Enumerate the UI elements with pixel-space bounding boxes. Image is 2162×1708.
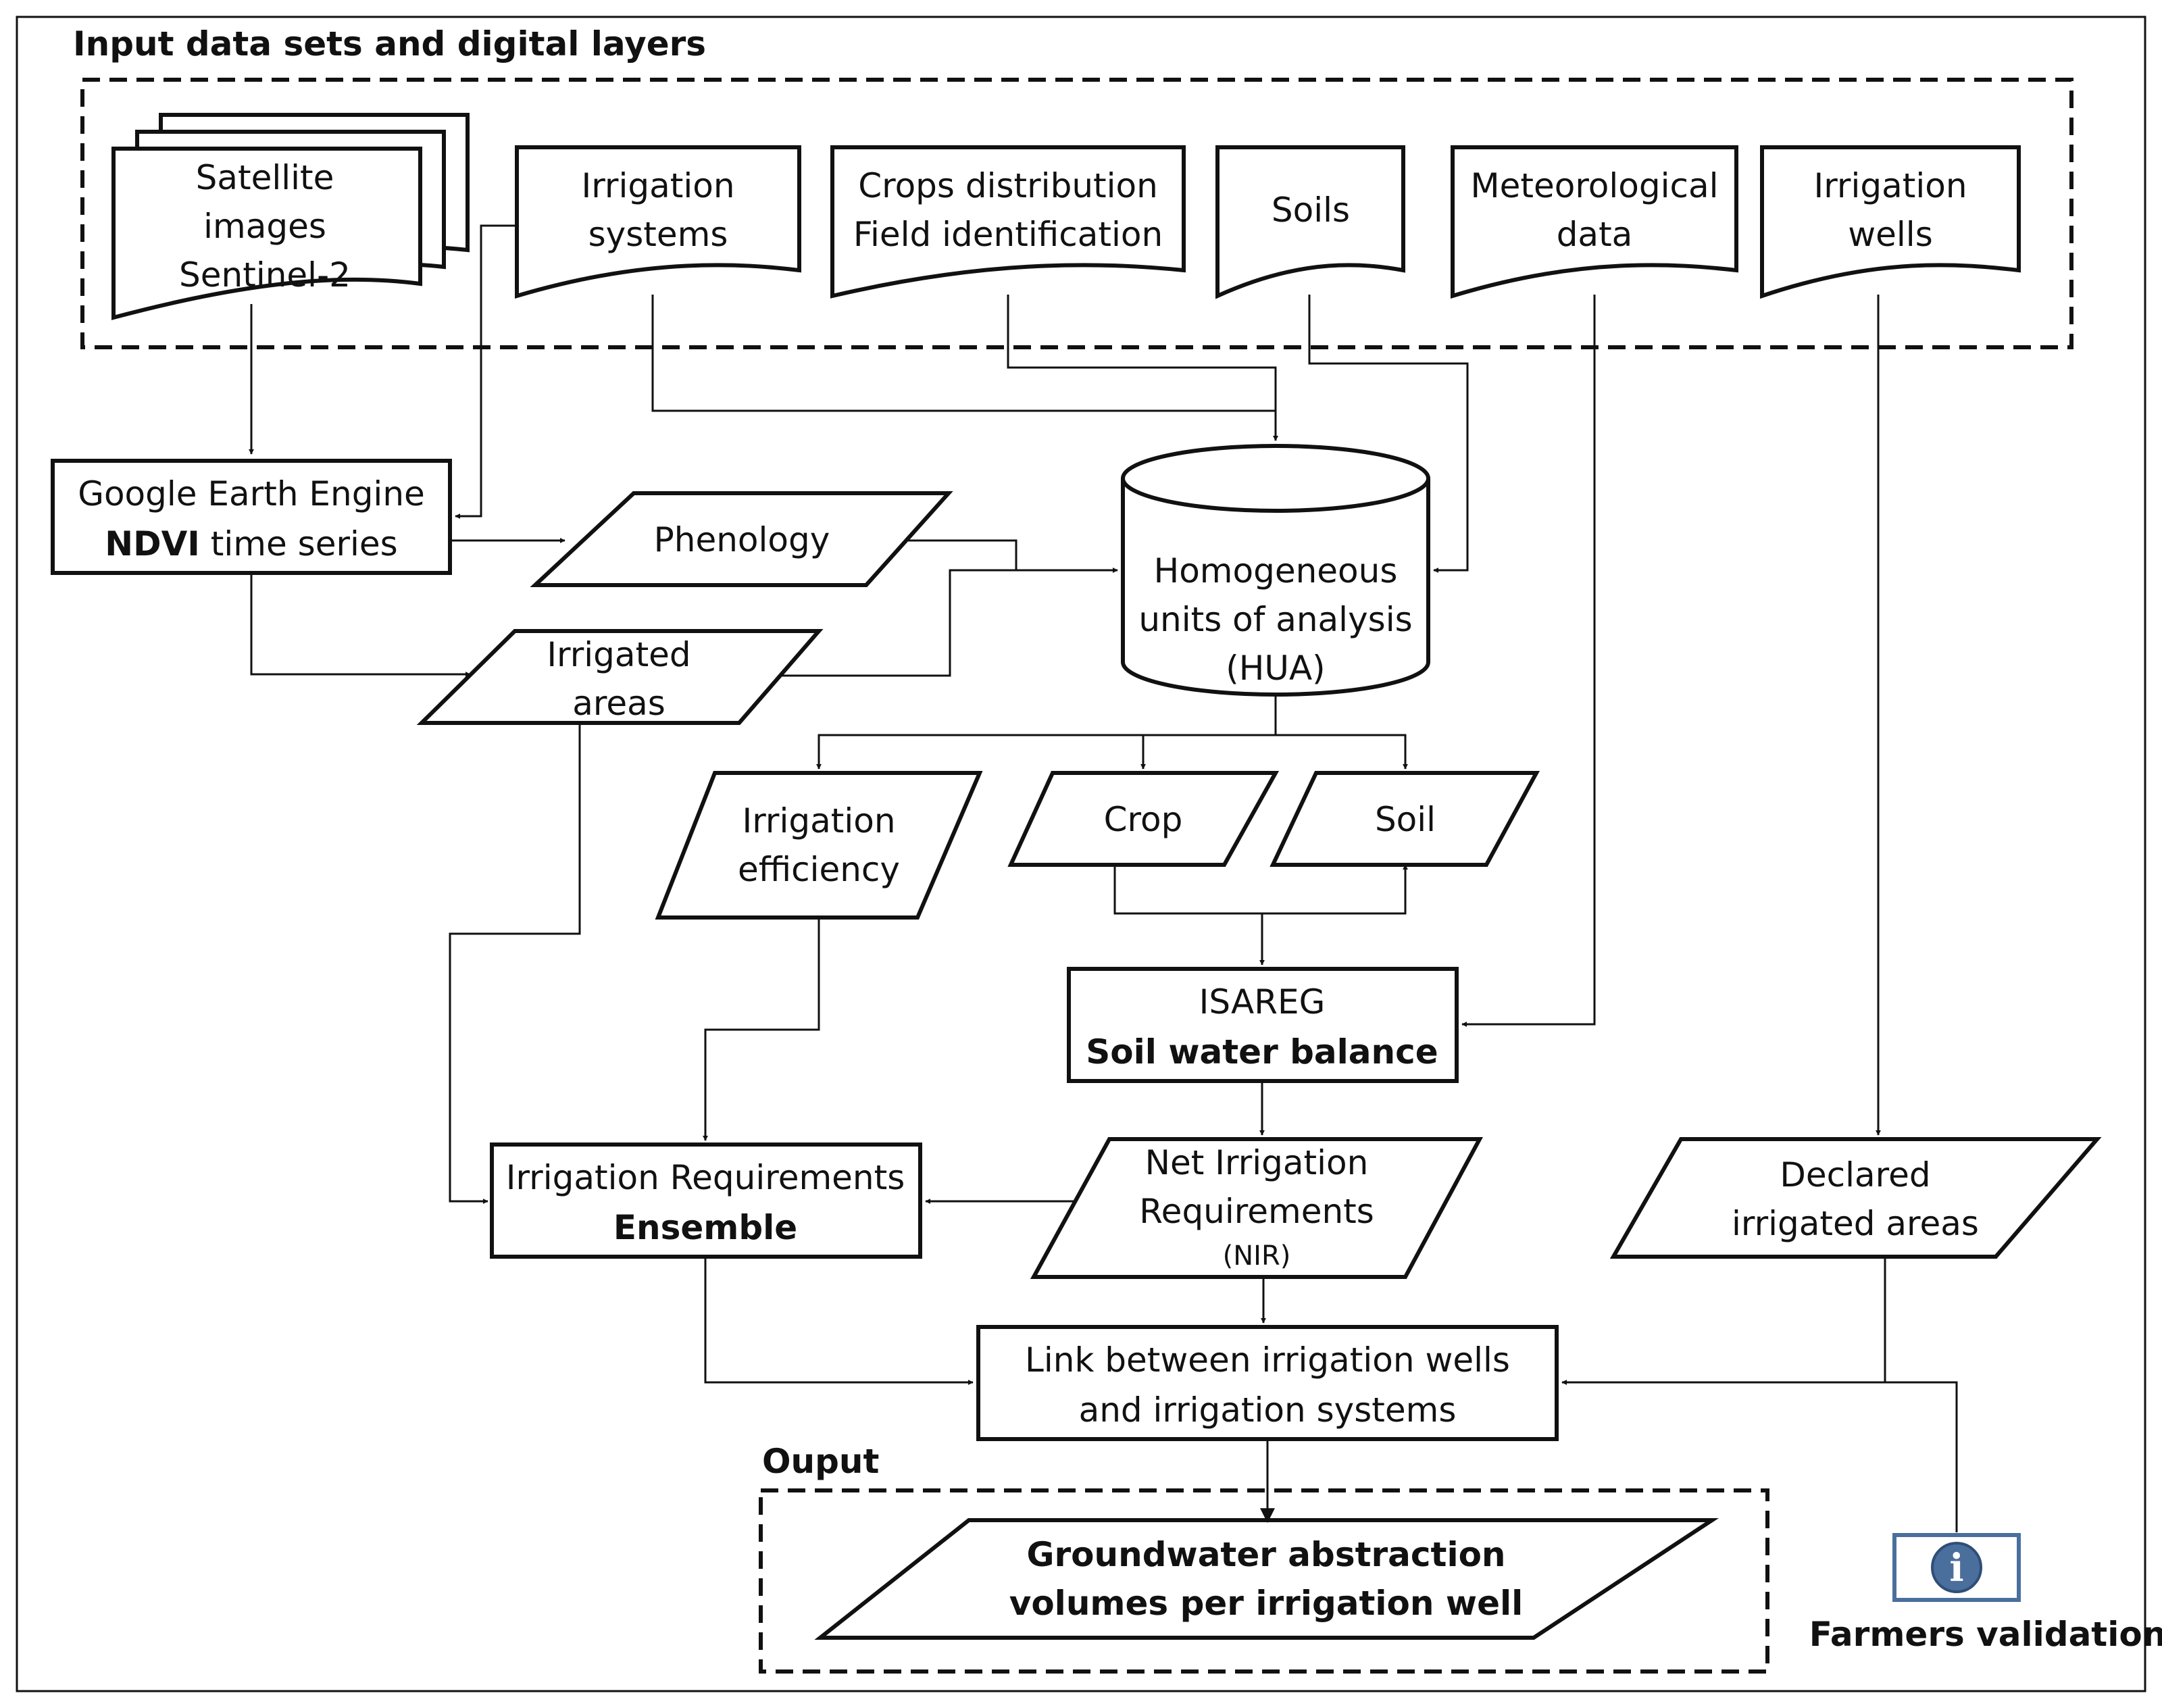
meteo-label-2: data: [1557, 215, 1633, 254]
input-section-title: Input data sets and digital layers: [73, 24, 706, 64]
irrigation-systems-document: Irrigation systems: [515, 145, 801, 299]
soil-label: Soil: [1375, 800, 1436, 839]
irrigated-areas-label-2: areas: [572, 684, 665, 723]
conn-crops-hua: [1007, 295, 1278, 441]
conn-meteo-isareg: [1461, 295, 1596, 1027]
irrigation-systems-label-1: Irrigation: [581, 166, 734, 205]
crop-label: Crop: [1104, 800, 1183, 839]
conn-hua-efficiency: [816, 696, 1277, 770]
link-label-2: and irrigation systems: [1079, 1390, 1457, 1430]
satellite-images-document: Satellite images Sentinel-2: [111, 113, 470, 320]
groundwater-output-shape: [814, 1518, 1719, 1640]
nir-label-2: Requirements: [1139, 1192, 1374, 1231]
outer-frame: [16, 16, 2146, 1692]
meteorological-data-document: Meteorological data: [1451, 145, 1738, 299]
soil-data: Soil: [1269, 771, 1540, 867]
irrigated-areas-label-1: Irrigated: [547, 635, 690, 674]
conn-irrsys-gee: [455, 224, 517, 519]
irrigation-systems-label-2: systems: [588, 215, 728, 254]
declared-label-1: Declared: [1780, 1155, 1930, 1195]
isareg-box: ISAREG Soil water balance: [1067, 967, 1459, 1083]
declared-label-2: irrigated areas: [1732, 1204, 1979, 1243]
irrigation-wells-document: Irrigation wells: [1760, 145, 2021, 299]
conn-crop-isareg: [1113, 864, 1408, 915]
wells-label-2: wells: [1848, 215, 1933, 254]
satellite-label-2: images: [203, 207, 326, 246]
hua-label-3: (HUA): [1226, 649, 1325, 688]
hua-database: Homogeneous units of analysis (HUA): [1121, 444, 1430, 697]
irrigation-efficiency-data: Irrigation efficiency: [655, 771, 983, 920]
irrigation-requirements-box: Irrigation Requirements Ensemble: [490, 1142, 922, 1259]
info-icon-glyph: i: [1949, 1546, 1963, 1590]
soils-label: Soils: [1272, 191, 1350, 230]
nir-label-1: Net Irrigation: [1145, 1143, 1369, 1182]
phenology-data: Phenology: [530, 491, 953, 587]
conn-farmers-link: [1885, 1381, 1958, 1532]
meteo-label-1: Meteorological: [1470, 166, 1718, 205]
google-earth-engine-box: Google Earth Engine NDVI time series: [51, 459, 452, 575]
nir-label-3: (NIR): [1223, 1240, 1291, 1272]
link-wells-systems-box: Link between irrigation wells and irriga…: [976, 1325, 1559, 1441]
output-section-box: [759, 1488, 1769, 1674]
output-section-title: Ouput: [762, 1442, 879, 1481]
wells-label-1: Irrigation: [1813, 166, 1967, 205]
ir-label-2: Ensemble: [613, 1208, 797, 1247]
conn-hua-soil: [1276, 734, 1408, 770]
crops-label-2: Field identification: [853, 215, 1163, 254]
gee-label-1: Google Earth Engine: [78, 474, 425, 513]
farmers-validation-label: Farmers validation: [1809, 1615, 2162, 1654]
ir-label-1: Irrigation Requirements: [506, 1158, 905, 1197]
soils-document: Soils: [1215, 145, 1405, 299]
input-section-box: [80, 78, 2073, 349]
groundwater-output: Groundwater abstraction volumes per irri…: [814, 1518, 1719, 1640]
phenology-label: Phenology: [654, 520, 830, 559]
irrigation-efficiency-label-2: efficiency: [738, 850, 900, 889]
satellite-label-3: Sentinel-2: [179, 255, 351, 295]
gee-time-series: time series: [200, 524, 398, 563]
conn-irrigated-hua: [781, 568, 1118, 677]
gee-label-2: NDVI time series: [105, 524, 397, 563]
gee-ndvi: NDVI: [105, 524, 200, 563]
crops-label-1: Crops distribution: [858, 166, 1158, 205]
farmers-validation: i Farmers validation: [1809, 1533, 2162, 1654]
conn-irrigated-ir: [449, 723, 581, 1204]
conn-declared-link: [1561, 1257, 1886, 1385]
connectors: [249, 224, 1958, 1532]
info-icon: [1931, 1542, 1982, 1593]
conn-gee-irrigated: [250, 573, 471, 677]
isareg-label-1: ISAREG: [1199, 982, 1326, 1022]
hua-label-1: Homogeneous: [1154, 551, 1398, 591]
satellite-label-1: Satellite: [196, 158, 334, 197]
groundwater-label-2: volumes per irrigation well: [1009, 1584, 1524, 1623]
crop-data: Crop: [1007, 771, 1280, 867]
nir-data: Net Irrigation Requirements (NIR): [1030, 1137, 1484, 1279]
irrigation-efficiency-label-1: Irrigation: [742, 801, 895, 840]
conn-efficiency-ir: [703, 918, 820, 1141]
conn-ir-link: [704, 1257, 974, 1385]
irrigated-areas-data: Irrigated areas: [416, 629, 824, 725]
groundwater-label-1: Groundwater abstraction: [1026, 1535, 1505, 1574]
conn-soils-hua: [1308, 295, 1469, 573]
conn-phenology-hua: [908, 539, 1118, 573]
hua-label-2: units of analysis: [1138, 600, 1412, 639]
link-label-1: Link between irrigation wells: [1025, 1340, 1510, 1380]
crops-distribution-document: Crops distribution Field identification: [830, 145, 1186, 299]
declared-areas-data: Declared irrigated areas: [1609, 1137, 2102, 1259]
isareg-label-2: Soil water balance: [1086, 1032, 1438, 1072]
